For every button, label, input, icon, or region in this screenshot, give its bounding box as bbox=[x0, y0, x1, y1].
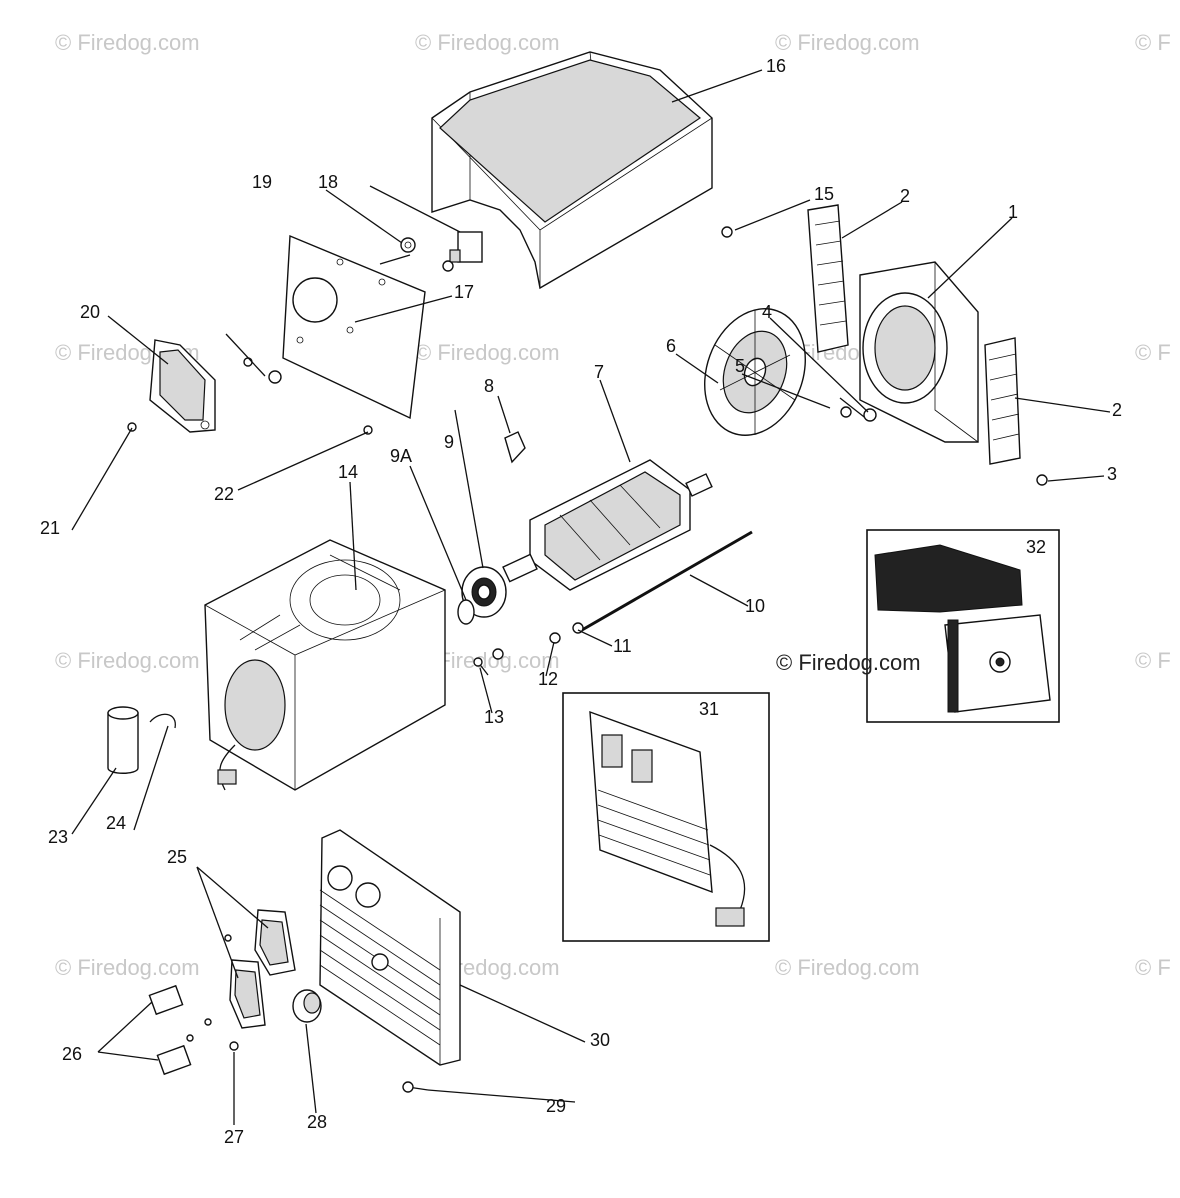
part-8-clip bbox=[504, 431, 526, 464]
label-8: 8 bbox=[484, 376, 494, 396]
label-14: 14 bbox=[338, 462, 358, 482]
watermark: © Firedog.com bbox=[55, 30, 200, 55]
part-12-nut bbox=[492, 632, 561, 660]
part-25-receptacle bbox=[254, 909, 296, 976]
label-10: 10 bbox=[745, 596, 765, 616]
part-6-fan bbox=[704, 308, 806, 436]
part-20-receptacle bbox=[149, 339, 216, 433]
small-fasteners bbox=[127, 226, 1048, 486]
part-18-switch bbox=[442, 231, 483, 272]
housing-wires bbox=[217, 744, 237, 791]
label-23: 23 bbox=[48, 827, 68, 847]
label-9a: 9A bbox=[390, 446, 412, 466]
part-23-capacitor bbox=[107, 706, 139, 774]
label-20: 20 bbox=[80, 302, 100, 322]
watermark-layer: © Firedog.com © Firedog.com © Firedog.co… bbox=[55, 30, 1171, 980]
part-4-washer bbox=[863, 408, 877, 422]
label-7: 7 bbox=[594, 362, 604, 382]
label-15: 15 bbox=[814, 184, 834, 204]
label-29: 29 bbox=[546, 1096, 566, 1116]
part-30-panel bbox=[319, 829, 461, 1066]
part-27-screw bbox=[186, 934, 239, 1051]
label-25: 25 bbox=[167, 847, 187, 867]
label-26: 26 bbox=[62, 1044, 82, 1064]
part-26-switch bbox=[148, 984, 184, 1016]
part-13-screw bbox=[473, 657, 489, 676]
label-2b: 2 bbox=[1112, 400, 1122, 420]
part-2-label-strip bbox=[984, 337, 1021, 465]
label-30: 30 bbox=[590, 1030, 610, 1050]
part-25-receptacle bbox=[229, 959, 266, 1029]
inset-box-32 bbox=[866, 529, 1060, 723]
label-24: 24 bbox=[106, 813, 126, 833]
watermark-edge: © F bbox=[1135, 340, 1171, 365]
label-27: 27 bbox=[224, 1127, 244, 1147]
part-28-knob bbox=[292, 989, 322, 1023]
leader-lines bbox=[71, 69, 1111, 1125]
watermark: © Firedog.com bbox=[775, 955, 920, 980]
part-17-plate bbox=[282, 234, 426, 420]
part-29-screw bbox=[402, 1081, 429, 1093]
label-17: 17 bbox=[454, 282, 474, 302]
label-12: 12 bbox=[538, 669, 558, 689]
label-5: 5 bbox=[735, 356, 745, 376]
label-31: 31 bbox=[699, 699, 719, 719]
part-5-screw bbox=[839, 397, 869, 421]
watermark-edge: © F bbox=[1135, 30, 1171, 55]
label-28: 28 bbox=[307, 1112, 327, 1132]
label-21: 21 bbox=[40, 518, 60, 538]
part-16-cover bbox=[431, 51, 713, 290]
label-2a: 2 bbox=[900, 186, 910, 206]
label-4: 4 bbox=[762, 302, 772, 322]
label-9: 9 bbox=[444, 432, 454, 452]
part-2-label-strip bbox=[807, 204, 849, 353]
part-7-rotor bbox=[502, 459, 713, 591]
part-26-switch bbox=[156, 1044, 192, 1076]
watermark-edge: © F bbox=[1135, 955, 1171, 980]
watermark: © Firedog.com bbox=[415, 340, 560, 365]
label-22: 22 bbox=[214, 484, 234, 504]
watermark: © Firedog.com bbox=[55, 648, 200, 673]
label-6: 6 bbox=[666, 336, 676, 356]
watermark: © Firedog.com bbox=[415, 30, 560, 55]
label-11: 11 bbox=[613, 636, 632, 656]
label-3: 3 bbox=[1107, 464, 1117, 484]
label-1: 1 bbox=[1008, 202, 1018, 222]
label-18: 18 bbox=[318, 172, 338, 192]
label-32: 32 bbox=[1026, 537, 1046, 557]
watermark-edge: © F bbox=[1135, 648, 1171, 673]
part-19-nut bbox=[400, 237, 416, 253]
part-9a-ring bbox=[457, 599, 475, 625]
part-14-housing bbox=[204, 539, 446, 791]
inset-box-31 bbox=[562, 692, 770, 942]
label-16: 16 bbox=[766, 56, 786, 76]
part-10-bolt bbox=[581, 530, 753, 632]
watermark: © Firedog.com bbox=[775, 30, 920, 55]
label-19: 19 bbox=[252, 172, 272, 192]
part-1-end-bell bbox=[859, 261, 979, 443]
watermark: © Firedog.com bbox=[55, 955, 200, 980]
part-24-clip bbox=[149, 713, 176, 729]
label-13: 13 bbox=[484, 707, 504, 727]
part-number-labels: 16 15 2 1 2 3 4 5 6 7 8 9 9A 14 10 11 12… bbox=[40, 56, 1122, 1147]
watermark: © Firedog.com bbox=[776, 650, 921, 675]
